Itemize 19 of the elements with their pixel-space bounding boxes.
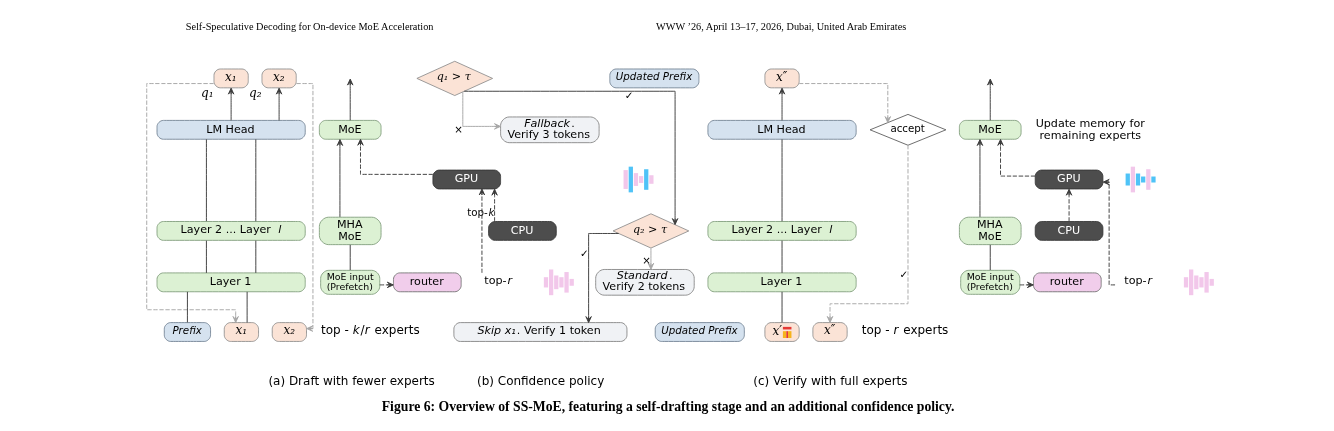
- label: (a) Draft with fewer experts: [267, 373, 435, 388]
- node-text: top-r: [483, 274, 512, 288]
- label: WWW ’26, April 13–17, 2026, Dubai, United Arab Emirates: [655, 20, 906, 32]
- node-label: q₂: [248, 85, 262, 100]
- edge-label: ✓: [898, 268, 908, 281]
- edge-label: ×: [453, 123, 463, 136]
- caption: Figure 6: Overview of SS-MoE, featuring a self-drafting stage and an additional confidence policy.: [381, 398, 954, 414]
- edge-label: ×: [641, 254, 651, 267]
- edge-label: ✓: [624, 89, 633, 102]
- label: top - r experts: [861, 323, 948, 338]
- label: (b) Confidence policy: [476, 373, 604, 388]
- node-text: top-r: [1123, 274, 1152, 288]
- label: Self-Speculative Decoding for On-device MoE Acceleration: [185, 20, 433, 32]
- edge-label: ✓: [579, 247, 589, 260]
- label: Update memory for remaining experts: [1035, 116, 1145, 142]
- label: top - k/r experts: [320, 323, 420, 338]
- node-label: q₁: [200, 85, 214, 100]
- edge-label: top-k: [466, 205, 495, 218]
- label: (c) Verify with full experts: [752, 373, 908, 388]
